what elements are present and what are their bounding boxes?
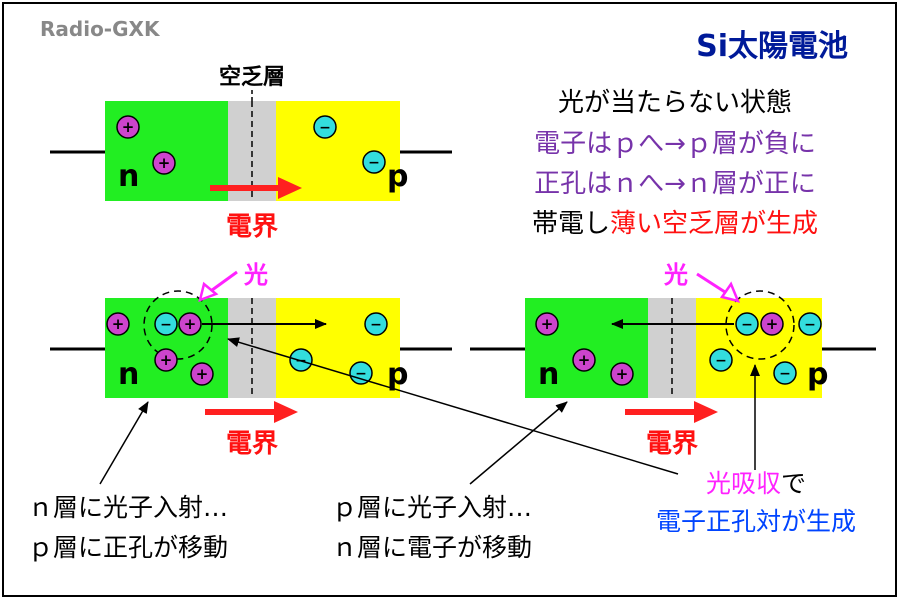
left-caption-line-1: ｎ層に光子入射… (28, 493, 228, 522)
absorption-caption-line-1: 光吸収で (706, 469, 806, 498)
electron: − (313, 115, 337, 139)
electron-sign: − (715, 353, 727, 369)
electron-sign: − (319, 120, 331, 136)
left-diagram: + − + + + − − − n p 光 電界 (50, 261, 452, 459)
top-field-arrow (210, 177, 302, 199)
right-field-label: 電界 (646, 429, 698, 459)
top-p-label: p (387, 159, 408, 194)
hole-sign: + (122, 118, 135, 136)
right-diagram: + + + − + − − − n p 光 電界 (470, 261, 876, 459)
page-title: Si太陽電池 (696, 29, 848, 64)
electron: − (362, 150, 386, 174)
left-p-label: p (387, 357, 408, 392)
hole: + (572, 348, 596, 372)
electron: − (773, 361, 797, 385)
electron-sign: − (160, 317, 172, 333)
electron-sign: − (370, 317, 382, 333)
top-n-label: n (118, 159, 139, 194)
absorption-caption-line-2: 電子正孔対が生成 (656, 507, 856, 536)
right-light-label: 光 (663, 261, 688, 289)
hole: + (190, 362, 214, 386)
captions: ｎ層に光子入射… ｐ層に正孔が移動 ｐ層に光子入射… ｎ層に電子が移動 光吸収で… (28, 469, 856, 562)
explanation-line-4-red: 薄い空乏層が生成 (610, 209, 818, 239)
electron: − (735, 312, 759, 336)
left-light-arrow (198, 270, 238, 303)
pointer-lines (99, 337, 760, 485)
right-n-label: n (538, 357, 559, 392)
pointer-left-caption (99, 401, 149, 485)
top-p-layer (276, 101, 400, 201)
hole: + (760, 312, 784, 336)
left-field-arrow (205, 401, 298, 423)
right-caption-line-1: ｐ層に光子入射… (332, 493, 532, 522)
right-light-arrow (696, 272, 741, 303)
electron: − (154, 312, 178, 336)
hole-sign: + (578, 351, 591, 369)
right-p-layer (696, 298, 822, 398)
explanation-line-2: 電子はｐへ→ｐ層が負に (534, 129, 816, 159)
electron-sign: − (368, 155, 380, 171)
left-light-label: 光 (243, 261, 268, 289)
hole: + (610, 362, 634, 386)
absorption-caption-black: で (781, 469, 806, 498)
depletion-label: 空乏層 (219, 64, 285, 90)
left-n-label: n (118, 357, 139, 392)
electron-sign: − (804, 317, 816, 333)
electron: − (709, 348, 733, 372)
hole: + (152, 151, 176, 175)
hole-sign: + (160, 351, 173, 369)
left-caption-line-2: ｐ層に正孔が移動 (28, 533, 228, 562)
hole-sign: + (541, 315, 554, 333)
explanation-line-4-black: 帯電し (532, 209, 610, 239)
hole-sign: + (616, 365, 629, 383)
hole: + (154, 348, 178, 372)
right-p-label: p (807, 357, 828, 392)
hole-sign: + (158, 154, 171, 172)
electron-sign: − (355, 366, 367, 382)
hole-sign: + (766, 315, 779, 333)
left-field-label: 電界 (226, 429, 278, 459)
hole: + (535, 312, 559, 336)
pointer-absorption-left (227, 337, 679, 475)
explanation-line-4: 帯電し薄い空乏層が生成 (532, 209, 818, 239)
right-field-arrow (625, 401, 718, 423)
hole-sign: + (184, 315, 197, 333)
top-diagram: 空乏層 + + − − n p 電界 (50, 64, 452, 242)
absorption-caption-magenta: 光吸収 (706, 469, 781, 498)
top-field-label: 電界 (226, 212, 278, 242)
electron: − (349, 361, 373, 385)
left-p-layer (276, 298, 400, 398)
pointer-right-caption (469, 401, 568, 485)
hole: + (116, 115, 140, 139)
hole-sign: + (196, 365, 209, 383)
electron: − (289, 348, 313, 372)
hole: + (106, 312, 130, 336)
right-caption-line-2: ｎ層に電子が移動 (332, 533, 532, 562)
electron-sign: − (741, 317, 753, 333)
explanation-line-3: 正孔はｎへ→ｎ層が正に (534, 169, 816, 199)
explanation-line-1: 光が当たらない状態 (558, 88, 792, 118)
electron-sign: − (779, 366, 791, 382)
hole: + (178, 312, 202, 336)
credit-text: Radio-GXK (40, 17, 161, 41)
hole-sign: + (112, 315, 125, 333)
explanation-block: 光が当たらない状態 電子はｐへ→ｐ層が負に 正孔はｎへ→ｎ層が正に 帯電し薄い空… (532, 88, 818, 239)
electron: − (364, 312, 388, 336)
right-absorption-circle (725, 290, 795, 360)
electron: − (798, 312, 822, 336)
